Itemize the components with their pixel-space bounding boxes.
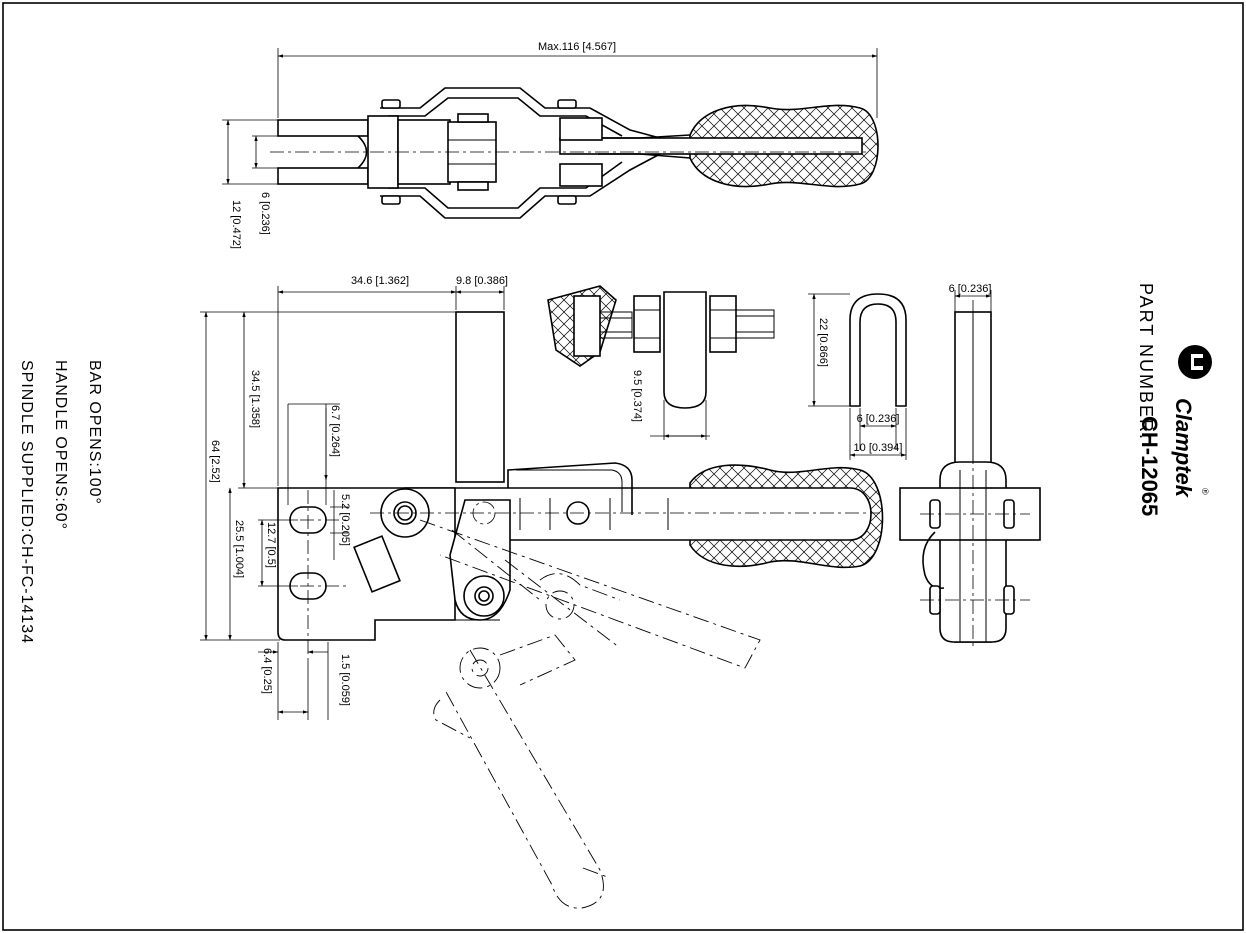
dim-slot-length: 6.7 [0.264] [329, 405, 341, 457]
u-bracket-detail: 22 [0.866] 6 [0.236] 10 [0.394] [808, 293, 907, 460]
top-handle-bar [559, 137, 863, 155]
u-bracket [849, 293, 907, 407]
title-block: CT Clamptek ® PART NUMBER: CH-12065 [1136, 283, 1212, 516]
dim-hole-offset: 6.4 [0.25] [261, 648, 273, 694]
dim-bar-reach: 34.6 [1.362] [351, 275, 409, 287]
phantom-open-position [419, 519, 761, 909]
dim-u-outer-width: 10 [0.394] [854, 442, 903, 454]
spindle-nut-left [633, 295, 661, 353]
spindle-detail: 9.5 [0.374] [547, 285, 775, 440]
part-number-label: PART NUMBER: [1136, 283, 1156, 441]
dim-hole-pitch: 12.7 [0.5] [265, 522, 277, 568]
top-spindle-fork-upper [277, 119, 369, 137]
spindle-clevis [663, 291, 707, 409]
dim-overall-length: Max.116 [4.567] [538, 41, 616, 53]
dim-base-thickness: 1.5 [0.059] [339, 654, 351, 706]
top-lower-link [380, 153, 661, 219]
end-view: 6 [0.236] [899, 283, 1041, 650]
note-spindle-supplied: SPINDLE SUPPLIED:CH-FC-14134 [18, 360, 35, 644]
top-view: Max.116 [4.567] 6 [0.236] 12 [0.472] [222, 41, 879, 249]
dim-u-inner-width: 6 [0.236] [857, 413, 900, 425]
dim-height-total: 64 [2.52] [209, 440, 221, 483]
note-bar-opens: BAR OPENS:100° [86, 360, 103, 505]
brand-name: Clamptek [1171, 398, 1196, 499]
note-handle-opens: HANDLE OPENS:60° [52, 360, 69, 530]
clamptek-logo: CT [1178, 345, 1212, 379]
notes-block: BAR OPENS:100° HANDLE OPENS:60° SPINDLE … [18, 360, 103, 644]
registered-mark: ® [1200, 488, 1210, 495]
side-stop-block [353, 535, 401, 593]
side-pivot-link [463, 575, 505, 617]
logo-mark: CT [1195, 366, 1197, 368]
dim-spindle-length: 9.5 [0.374] [631, 370, 643, 422]
dim-bar-width: 9.8 [0.386] [456, 275, 508, 287]
dim-u-height: 22 [0.866] [817, 318, 829, 367]
dim-base-height: 25.5 [1.004] [233, 520, 245, 578]
spindle-nut-right [709, 295, 737, 353]
side-view: 34.6 [1.362] 9.8 [0.386] 64 [2.52] 34.5 … [200, 275, 884, 909]
part-number: CH-12065 [1137, 416, 1162, 516]
side-handle-bar [404, 487, 872, 541]
dim-slot-gap: 5.2 [0.205] [339, 494, 351, 546]
dim-end-view-width: 6 [0.236] [949, 283, 992, 295]
top-spindle-fork-lower [277, 167, 369, 185]
side-spindle-hook [507, 462, 633, 515]
dim-top-outer-width: 12 [0.472] [230, 200, 242, 249]
dim-height-upper: 34.5 [1.358] [249, 370, 261, 428]
top-upper-link [380, 87, 661, 139]
dim-top-inner-width: 6 [0.236] [259, 192, 271, 235]
side-clamp-bar [455, 311, 505, 483]
